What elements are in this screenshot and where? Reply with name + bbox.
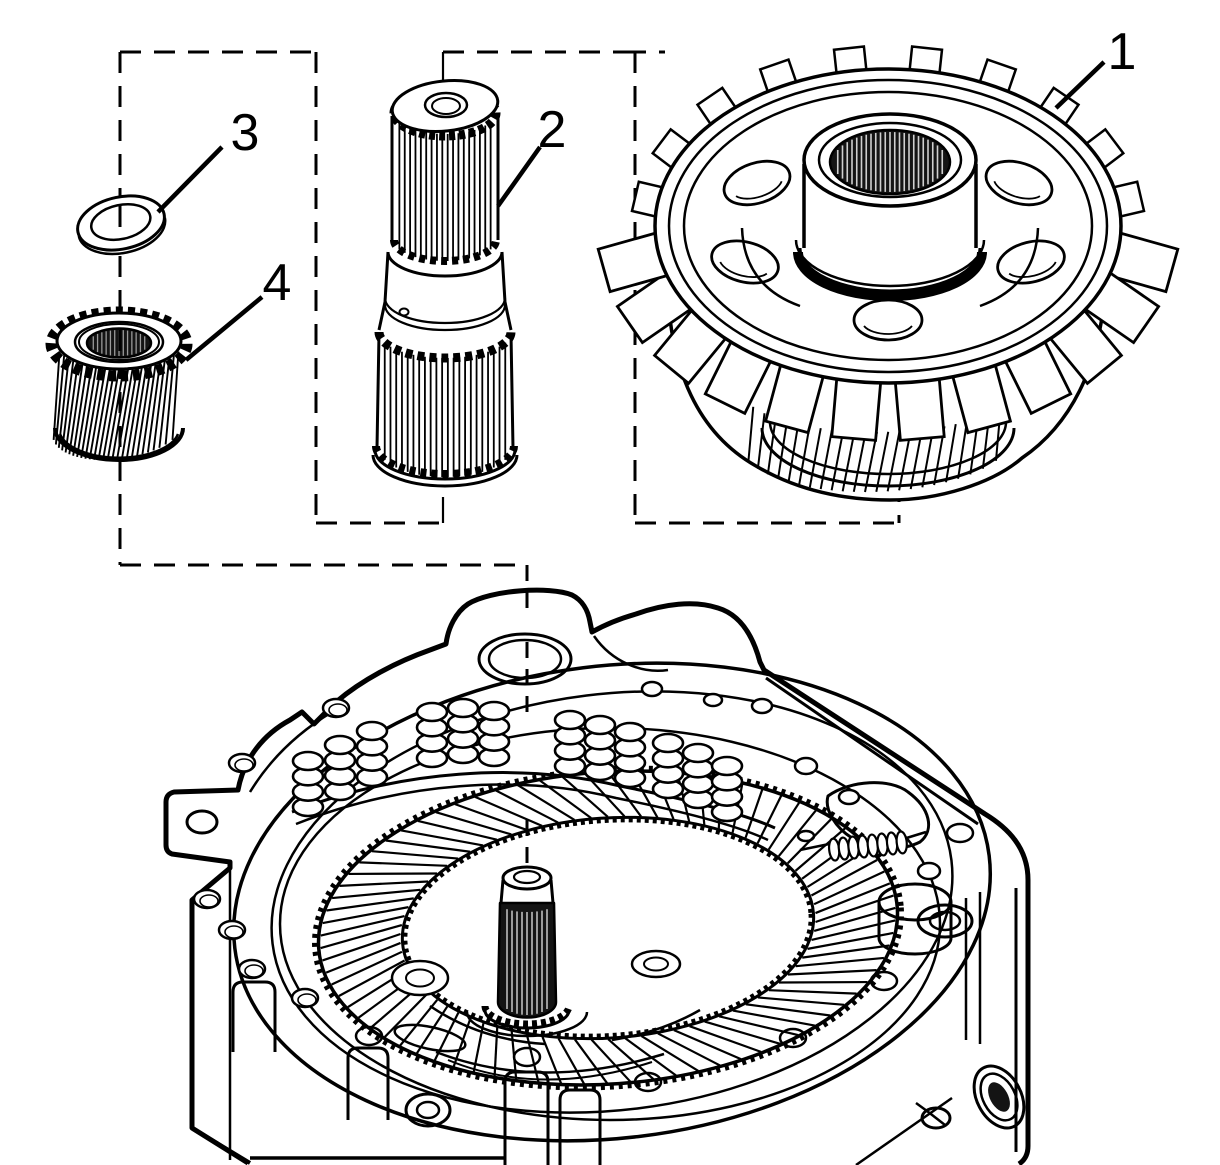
boss-column-2 [346,1046,390,1120]
shaft-lower-sides [375,333,515,449]
boss-column-4 [558,1088,602,1165]
callout-4-leader [184,295,264,362]
bracket-boxes [118,50,901,567]
shaft-base-serration [372,445,518,478]
drum-rim-ring-1 [667,78,1109,374]
case-center-shaft [465,865,589,1038]
shaft-top-face [390,79,500,133]
shaft-top-bore-outer [423,91,469,119]
drum-face [653,67,1123,385]
callout-2-leader [496,145,542,208]
collar-band-lines [383,297,507,332]
hub-rim-ring [817,121,963,199]
stub-neck-sides [499,879,555,904]
floor-arc-right [611,1008,701,1042]
collar-sides [383,251,507,303]
shaft-upper-splines [398,121,492,261]
floor-arc-left [429,1004,546,1046]
carrier-arc-inner [447,1059,653,1081]
flange-outer-ellipse [231,661,993,1143]
hub-base-arc-1 [798,247,982,293]
hub-bore-splines [836,132,944,192]
boss-column-3 [503,1070,550,1165]
pawl-body [825,781,930,850]
hub-cylinder-sides [802,164,978,248]
stub-top-face [501,865,553,891]
stub-base-arc [465,1011,589,1038]
callouts: 1 2 3 4 [156,23,1137,362]
seal-outer [972,1064,1026,1130]
left-ear-bolt-hole [185,809,219,835]
floor-bosses [390,949,682,997]
deck-holes [640,680,975,881]
case-lower-details [190,980,1026,1165]
clutch-return-springs [291,697,744,823]
shaft-upper-bottom-serration [390,239,500,265]
bottom-left-corner [190,1126,252,1165]
drum-bottom-rim-2 [768,421,1008,476]
shaft-top-bore-inner [431,97,461,115]
gear-body-teeth [52,351,180,461]
spring-retainer-lower-line [295,783,769,842]
transmission-case [163,587,1031,1165]
shaft-lower-splines [383,342,507,477]
gear-hub-ring-outer [73,320,165,364]
washer-thickness-arc [77,217,167,256]
case-outline [163,587,1031,1165]
top-boss-hole-outer [477,632,573,686]
ring-gear-inner-edge [400,815,816,1041]
pawl-pin [796,829,816,843]
bottom-bolt-boss-inner [415,1100,441,1120]
seal-dark [988,1082,1010,1112]
right-ribs [964,892,982,1044]
gear-hub-ring-inner [78,323,160,361]
callout-2-label: 2 [538,101,567,159]
callout-1-label: 1 [1108,23,1137,81]
part-2-splined-shaft [371,79,519,488]
hub-snap-ring-dark [793,251,987,301]
bottom-bolt-boss-outer [404,1092,452,1128]
drum-rim-ring-2 [682,90,1094,362]
ring-gear-inner-serration [403,818,813,1038]
callout-3-leader [156,145,224,214]
boss-column-1 [231,980,277,1052]
stub-gear-edge [483,1009,571,1030]
collar-oil-hole [398,307,410,317]
drum-bowl-arcs [740,227,1040,308]
collar-top-arc [386,251,504,278]
drum-face-holes [710,159,1066,342]
collar-flare-sides [377,301,513,331]
shaft-upper-sides [390,116,500,240]
detent-spring [827,830,908,862]
callout-3-label: 3 [231,104,260,162]
shaft-base-arc-2 [371,454,519,488]
stub-top-bore [512,869,542,885]
case-top-slope-inner-line [765,676,979,826]
flange-inner-ellipse [270,690,954,1114]
accumulator-body [877,902,953,956]
gear-bottom-arc-2 [58,433,180,459]
lower-rib [855,1096,953,1165]
shaft-lower-top-serration [374,331,516,363]
callout-4-label: 4 [263,254,292,312]
stub-spline-lines [506,909,548,1015]
gear-bottom-arc [53,427,185,462]
right-mechanism [796,781,982,1044]
shaft-base-arc-1 [373,449,517,481]
flange-chamfer-line [248,710,333,793]
output-seal-bore [972,1064,1026,1130]
bell-flange [231,661,993,1143]
flange-slot [393,1023,467,1053]
callout-1-leader [1054,60,1106,110]
hub-base-arc-2 [794,239,986,288]
seal-mid [979,1072,1019,1122]
part-1-clutch-drum [596,45,1180,502]
drum-bottom-rim-1 [760,427,1016,488]
stub-gear-serration [481,1005,573,1028]
